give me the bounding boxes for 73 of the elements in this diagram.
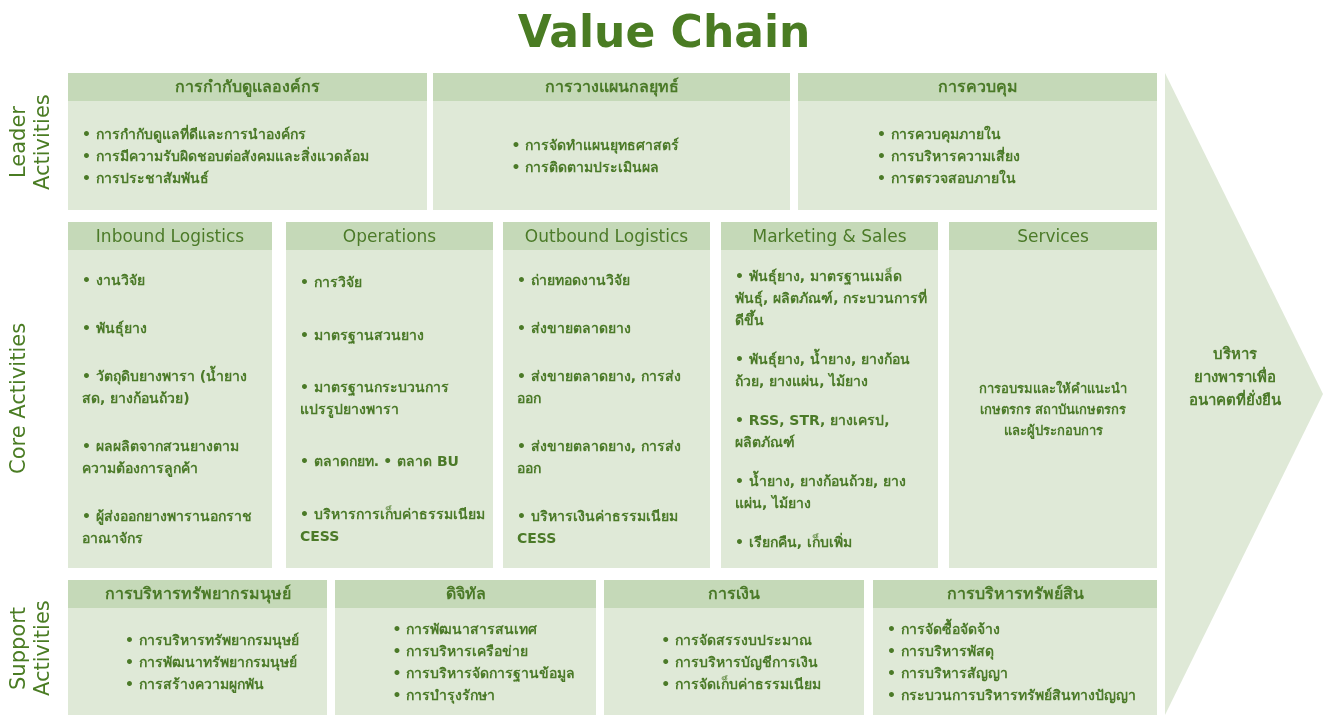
bullet-item: • ส่งขายตลาดยาง, การส่งออก (517, 437, 682, 478)
bullet-item: • ผู้ส่งออกยางพารานอกราชอาณาจักร (82, 507, 253, 548)
bullet-item: • กระบวนการบริหารทรัพย์สินทางปัญญา (887, 685, 1137, 706)
page-title: Value Chain (516, 5, 812, 59)
activity-card (721, 222, 938, 568)
bullet-item: • การบริหารสัญญา (887, 663, 1009, 684)
row-label: Leader Activities (6, 93, 54, 192)
activity-card (68, 73, 427, 210)
bullet-item: • การประชาสัมพันธ์ (82, 168, 210, 188)
bullet-item: • พันธุ์ยาง, น้ำยาง, ยางก้อนถ้วย, ยางแผ่น, ไม้ยาง (735, 347, 912, 391)
bullet-item: • ถ่ายทอดงานวิจัย (517, 271, 631, 290)
bullet-item: • RSS, STR, ยางเครป, ผลิตภัณฑ์ (735, 410, 891, 452)
bullet-item: • การจัดทำแผนยุทธศาสตร์ (511, 135, 681, 156)
bullet-item: • เรียกคืน, เก็บเพิ่ม (735, 531, 853, 553)
bullet-item: • การพัฒนาทรัพยากรมนุษย์ (124, 652, 298, 673)
activity-card (798, 73, 1157, 210)
arrow-text: บริหารยางพาราเพื่ออนาคตที่ยั่งยืน (1188, 344, 1282, 411)
card-heading: การวางแผนกลยุทธ์ (433, 73, 790, 101)
card-text: การอบรมและให้คำแนะนำเกษตรกร สถาบันเกษตรกร และผู้ประกอบการ (978, 379, 1128, 441)
bullet-item: • การพัฒนาสารสนเทศ (392, 619, 539, 639)
bullet-item: • วัตถุดิบยางพารา (น้ำยางสด, ยางก้อนถ้วย) (82, 365, 264, 409)
bullet-item: • มาตรฐานกระบวนการแปรรูปยางพารา (300, 377, 450, 420)
activity-card (68, 222, 272, 568)
activity-card (949, 222, 1157, 568)
card-heading: Marketing & Sales (721, 222, 938, 250)
card-heading: การควบคุม (798, 73, 1157, 101)
activity-card (873, 580, 1157, 715)
bullet-item: • การสร้างความผูกพัน (124, 674, 265, 695)
card-heading: Services (949, 222, 1157, 250)
bullet-item: • การวิจัย (300, 273, 363, 293)
bullet-item: • บริหารการเก็บค่าธรรมเนียม CESS (300, 504, 485, 546)
card-heading: ดิจิทัล (335, 580, 596, 608)
card-heading: Operations (286, 222, 493, 250)
bullet-item: • การกำกับดูแลที่ดีและการนำองค์กร (82, 123, 307, 145)
bullet-item: • ตลาด BU (383, 452, 460, 472)
bullet-item: • พันธุ์ยาง, มาตรฐานเมล็ดพันธุ์, ผลิตภัณฑ์, กระบวนการที่ดีขึ้น (735, 266, 929, 330)
activity-card (335, 580, 596, 715)
row-label: Support Activities (6, 599, 54, 698)
bullet-item: • การตรวจสอบภายใน (876, 168, 1017, 188)
bullet-item: • การจัดเก็บค่าธรรมเนียม (661, 674, 822, 694)
bullet-item: • พันธุ์ยาง (82, 319, 148, 339)
bullet-item: • การจัดสรรงบประมาณ (661, 630, 813, 650)
bullet-item: • ส่งขายตลาดยาง, การส่งออก (517, 367, 682, 408)
activity-card (433, 73, 790, 210)
card-heading: การบริหารทรัพยากรมนุษย์ (68, 580, 327, 608)
bullet-item: • การติดตามประเมินผล (511, 157, 661, 177)
card-heading: Inbound Logistics (68, 222, 272, 250)
activity-card (604, 580, 864, 715)
card-heading: Outbound Logistics (503, 222, 710, 250)
bullet-item: • การบริหารความเสี่ยง (876, 145, 1021, 166)
card-heading: การกำกับดูแลองค์กร (68, 73, 427, 101)
activity-card (68, 580, 327, 715)
bullet-item: • งานวิจัย (82, 271, 146, 290)
bullet-item: • การควบคุมภายใน (876, 124, 1002, 145)
bullet-item: • การบริหารพัสดุ (887, 641, 995, 662)
card-heading: การเงิน (604, 580, 864, 608)
bullet-item: • น้ำยาง, ยางก้อนถ้วย, ยางแผ่น, ไม้ยาง (735, 470, 930, 515)
bullet-item: • การจัดซื้อจัดจ้าง (887, 617, 1001, 639)
bullet-item: • มาตรฐานสวนยาง (300, 325, 425, 346)
activity-card (286, 222, 493, 568)
bullet-item: • บริหารเงินค่าธรรมเนียม CESS (517, 507, 679, 548)
card-heading: การบริหารทรัพย์สิน (873, 580, 1157, 608)
bullet-item: • การบริหารทรัพยากรมนุษย์ (124, 630, 300, 651)
activity-card (503, 222, 710, 568)
bullet-item: • ส่งขายตลาดยาง (517, 319, 632, 338)
bullet-item: • ผลผลิตจากสวนยางตามความต้องการลูกค้า (82, 437, 240, 479)
bullet-item: • การบริหารจัดการฐานข้อมูล (392, 663, 577, 684)
bullet-item: • ตลาดกยท. (300, 452, 381, 472)
bullet-item: • การบริหารเครือข่าย (392, 641, 530, 661)
bullet-item: • การมีความรับผิดชอบต่อสังคมและสิ่งแวดล้อม (82, 145, 370, 166)
bullet-item: • การบริหารบัญชีการเงิน (661, 652, 819, 673)
row-label: Core Activities (6, 321, 30, 476)
bullet-item: • การบำรุงรักษา (392, 685, 497, 706)
